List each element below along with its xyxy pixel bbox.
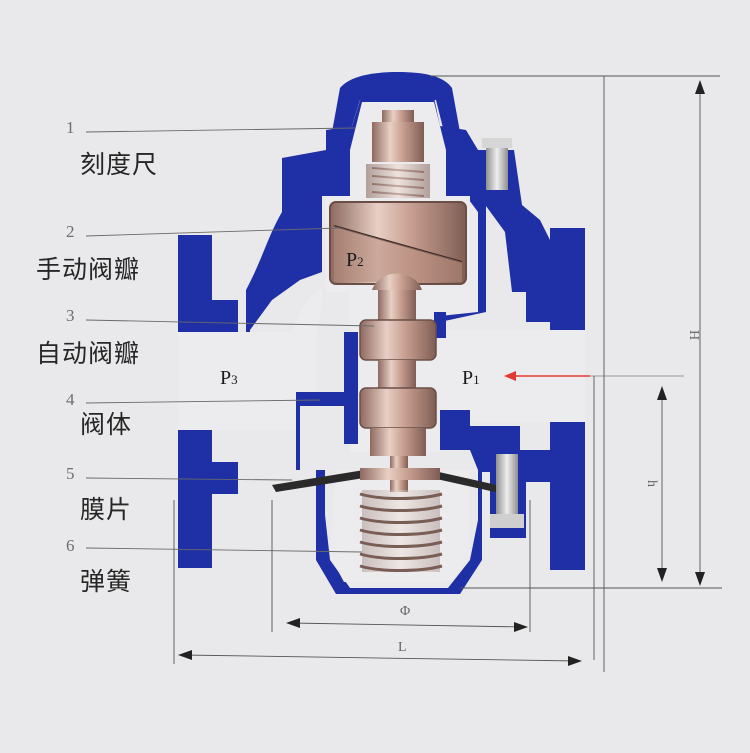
manual-disc [329, 201, 467, 285]
callout-label-scale: 刻度尺 [80, 150, 159, 179]
callout-number-3: 3 [66, 306, 75, 325]
callout-number-6: 6 [66, 536, 75, 555]
dim-h-label: h [644, 480, 659, 487]
pressure-p2: P2 [346, 249, 364, 271]
scale-stem [372, 122, 424, 162]
dim-phi-label: Φ [400, 604, 410, 619]
dimension-arrowheads [178, 80, 705, 666]
pressure-p1: P1 [462, 367, 480, 389]
dim-H-label: H [686, 330, 701, 340]
callout-label-diaphragm: 膜片 [80, 495, 133, 524]
pressure-p3: P3 [220, 367, 238, 389]
callout-number-1: 1 [66, 118, 75, 137]
callout-label-valve-body: 阀体 [80, 410, 133, 439]
bolts [482, 138, 524, 528]
callout-label-spring: 弹簧 [80, 567, 133, 596]
callout-number-2: 2 [66, 222, 75, 241]
scale-knob [382, 110, 414, 122]
dimension-lines [173, 75, 722, 672]
diaphragm-membrane [272, 470, 510, 494]
callout-number-5: 5 [66, 464, 75, 483]
callout-label-auto-disc: 自动阀瓣 [36, 339, 141, 368]
internals [272, 110, 524, 572]
callout-number-4: 4 [66, 390, 75, 409]
lower-spring [359, 490, 443, 572]
callout-label-manual-disc: 手动阀瓣 [36, 255, 141, 284]
auto-disc [359, 273, 437, 492]
dim-L-label: L [398, 640, 407, 655]
leader-lines [85, 127, 375, 553]
flow-direction-arrow [504, 371, 684, 381]
